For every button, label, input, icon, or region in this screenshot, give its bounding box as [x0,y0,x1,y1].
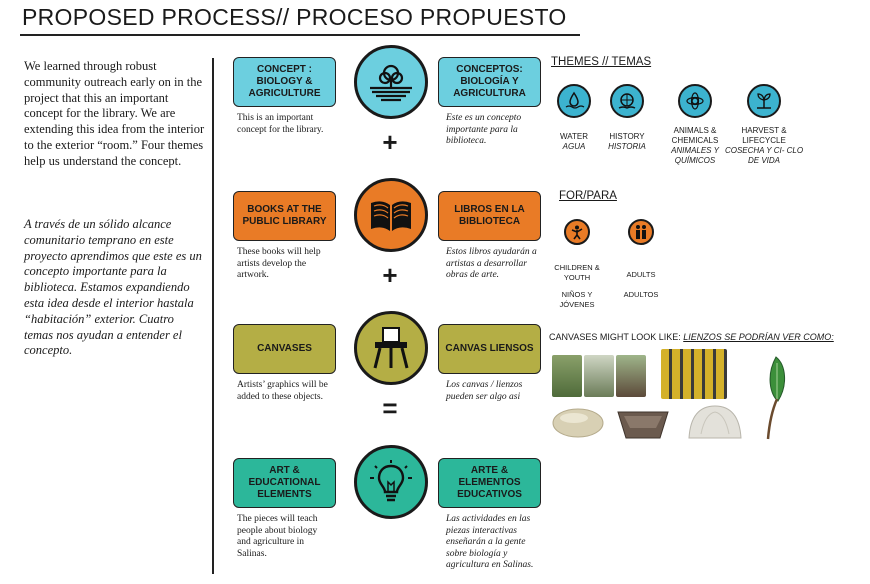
leaf-sculpture-icon [766,356,785,440]
adults-icon [628,219,654,245]
theme-history-label: HISTORY [609,132,645,141]
row2-desc-english: These books will help artists develop th… [237,247,321,280]
for-children-label: CHILDREN & YOUTH [554,263,600,282]
theme-animals-label-es: ANIMALES Y QUÍMICOS [671,146,719,165]
row3-label-spanish: CANVAS LIENSOS [438,324,541,374]
theme-animals-chemicals: ANIMALS & CHEMICALS ANIMALES Y QUÍMICOS [655,84,735,166]
row2-label-english: BOOKS AT THE PUBLIC LIBRARY [233,191,336,241]
canvas-photo-2 [584,355,614,397]
for-adults-label: ADULTS [626,270,656,279]
row3-desc-spanish: Los canvas / lienzos pueden ser algo asi [446,380,523,402]
plus-operator-1: + [382,127,398,157]
flower-atom-icon [678,84,712,118]
tree-field-icon [370,64,412,102]
theme-harvest-lifecycle: HARVEST & LIFECYCLE COSECHA Y CI- CLO DE… [724,84,804,166]
equals-operator: = [382,393,398,423]
vertical-divider [212,58,214,574]
row1-icon-circle [354,45,428,119]
plus-operator-2: + [382,260,398,290]
themes-heading: THEMES // TEMAS [551,56,652,68]
row2-icon-circle [354,178,428,252]
theme-water-label: WATER [560,132,588,141]
theme-harvest-label: HARVEST & LIFECYCLE [741,126,787,145]
row1-label-english: CONCEPT : BIOLOGY & AGRICULTURE [233,57,336,107]
theme-water: WATER AGUA [534,84,614,152]
row4-label-spanish: ARTE & ELEMENTOS EDUCATIVOS [438,458,541,508]
canvas-photo-1 [552,355,582,397]
intro-text-english: We learned through robust community outr… [24,59,205,168]
globe-book-icon [610,84,644,118]
open-book-icon [371,201,411,231]
row2-label-spanish: LIBROS EN LA BIBLIOTECA [438,191,541,241]
theme-history: HISTORY HISTORIA [587,84,667,152]
row3-label-english: CANVASES [233,324,336,374]
stone-seat-icon [552,408,604,438]
theme-harvest-label-es: COSECHA Y CI- CLO DE VIDA [724,146,804,165]
row1-label-spanish: CONCEPTOS: BIOLOGÍA Y AGRICULTURA [438,57,541,107]
water-drops-icon [557,84,591,118]
planter-bench-icon [617,411,669,439]
theme-animals-label: ANIMALS & CHEMICALS [671,126,719,145]
title-underline [20,34,580,36]
page-title: PROPOSED PROCESS// PROCESO PROPUESTO [22,4,567,30]
sprout-icon [747,84,781,118]
row1-desc-english: This is an important concept for the lib… [237,113,324,135]
row4-icon-circle [354,445,428,519]
for-adults-label-es: ADULTOS [623,290,659,299]
intro-text-spanish: A través de un sólido alcance comunitari… [24,217,202,358]
for-children-label-es: NIÑOS Y JÓVENES [559,290,595,309]
row4-desc-spanish: Las actividades en las piezas interactiv… [446,514,534,570]
canvas-heading: CANVASES MIGHT LOOK LIKE: LIENZOS SE POD… [549,332,834,342]
canvas-heading-english: CANVASES MIGHT LOOK LIKE: [549,332,681,342]
row1-desc-spanish: Este es un concepto importante para la b… [446,113,522,146]
row4-label-english: ART & EDUCATIONAL ELEMENTS [233,458,336,508]
row2-desc-spanish: Estos libros ayudarán a artistas a desar… [446,247,537,280]
row3-icon-circle [354,311,428,385]
theme-history-label-es: HISTORIA [608,142,646,151]
theme-water-label-es: AGUA [562,142,586,151]
row3-desc-english: Artists’ graphics will be added to these… [237,380,328,402]
easel-icon [373,327,409,369]
canvas-photo-yellow-columns [661,349,727,399]
lightbulb-icon [370,460,412,502]
row4-desc-english: The pieces will teach people about biolo… [237,514,318,559]
child-icon [564,219,590,245]
canvas-heading-spanish: LIENZOS SE PODRÍAN VER COMO: [683,332,834,342]
for-heading: FOR/PARA [559,190,617,202]
shell-seat-icon [688,405,742,439]
canvas-photo-3 [616,355,646,397]
